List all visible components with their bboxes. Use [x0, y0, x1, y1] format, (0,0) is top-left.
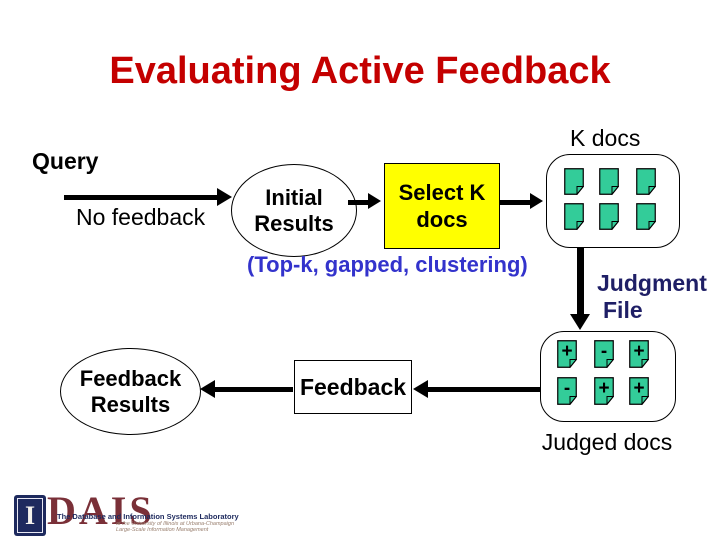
document-icon [564, 168, 585, 196]
feedback-node: Feedback [294, 360, 412, 414]
monogram-letter: I [24, 500, 36, 530]
judgment-sign: + [633, 377, 645, 399]
document-icon [636, 168, 657, 196]
query-label: Query [32, 148, 99, 174]
dais-logo: I DAIS The Database and Information Syst… [14, 488, 244, 539]
judgment-sign: + [598, 377, 610, 399]
arrow-kdocs-to-judged [570, 247, 590, 330]
illinois-monogram-icon: I [14, 495, 46, 536]
document-icon [636, 203, 657, 231]
judged-document-icon: + [629, 340, 650, 369]
judgment-sign: - [563, 377, 571, 399]
judgment-sign: - [600, 340, 608, 362]
arrow-judged-to-feedback [413, 380, 540, 398]
arrow-query-to-initial [64, 188, 232, 206]
arrow-select-to-kdocs [500, 193, 544, 210]
arrow-feedback-to-results [200, 380, 293, 398]
document-icon [599, 168, 620, 196]
slide-title: Evaluating Active Feedback [109, 50, 611, 92]
select-k-line2: docs [416, 207, 468, 232]
k-docs-label: K docs [570, 125, 641, 151]
topk-methods-label: (Top-k, gapped, clustering) [247, 252, 528, 277]
select-k-line1: Select K [398, 180, 486, 205]
arrow-initial-to-select [348, 193, 382, 210]
document-icon [599, 203, 620, 231]
select-k-docs-node: Select K docs [384, 163, 500, 249]
feedback-results-line2: Results [90, 391, 171, 417]
judged-document-icon: + [557, 340, 578, 369]
k-docs-panel [546, 154, 680, 248]
judgment-file-line2: File [603, 297, 643, 323]
judged-document-icon: - [557, 377, 578, 406]
logo-fine-line2: Large-Scale Information Management [116, 527, 209, 533]
initial-results-line1: Initial [265, 184, 323, 210]
logo-lab-name: The Database and Information Systems Lab… [57, 512, 239, 521]
feedback-results-line1: Feedback [79, 365, 182, 391]
judgment-file-label: Judgment File [597, 270, 707, 324]
logo-acronym: DAIS [47, 488, 155, 533]
feedback-label: Feedback [299, 373, 407, 400]
initial-results-line2: Results [254, 210, 334, 236]
judged-docs-panel: + - + - + + [540, 331, 676, 422]
judged-docs-label: Judged docs [541, 429, 673, 455]
no-feedback-label: No feedback [76, 204, 206, 230]
logo-fine-print: at the University of Illinois at Urbana-… [116, 521, 234, 533]
feedback-results-node: Feedback Results [60, 348, 201, 435]
judgment-sign: + [561, 340, 573, 362]
initial-results-node: Initial Results [231, 164, 357, 257]
logo-fine-line1: at the University of Illinois at Urbana-… [116, 521, 235, 527]
judged-document-icon: + [594, 377, 615, 406]
judged-document-icon: + [629, 377, 650, 406]
judged-document-icon: - [594, 340, 615, 369]
judgment-sign: + [633, 340, 645, 362]
judgment-file-line1: Judgment [597, 270, 707, 296]
document-icon [564, 203, 585, 231]
